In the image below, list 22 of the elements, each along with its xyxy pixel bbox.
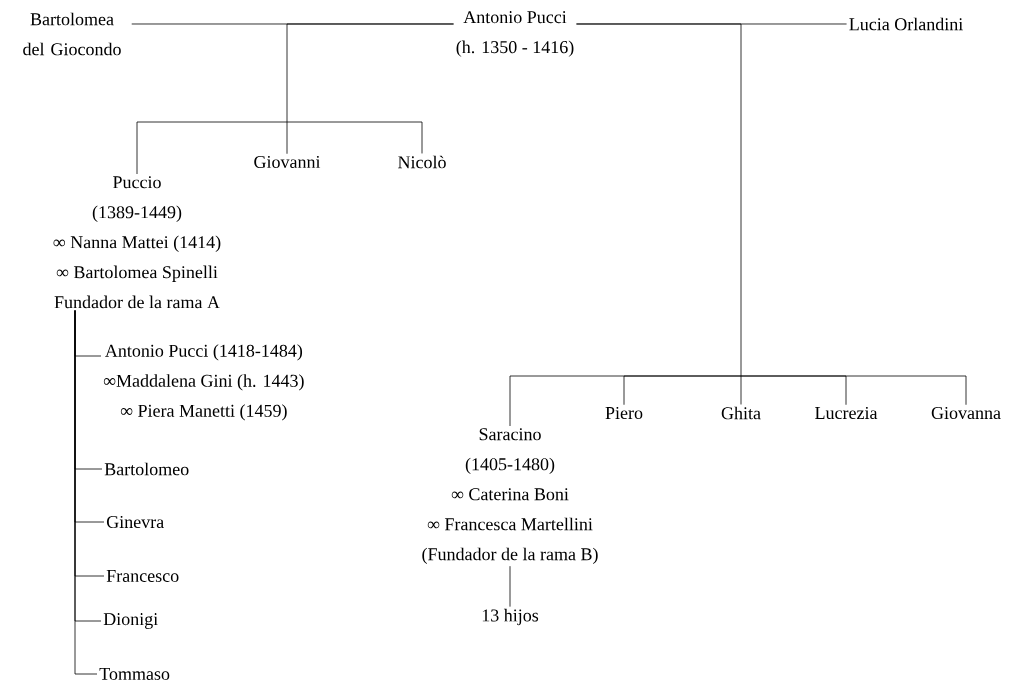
descent-line [509,23,967,427]
person-name: Bartolomea del Giocondo [23,12,121,56]
person-name: Giovanna [931,406,1001,420]
descent-line [136,23,454,175]
person-name: Nicolò [398,155,446,169]
person-name: Antonio Pucci (1418-1484) ∞Maddalena Gini (h. 1443) ∞ Piera Manetti (1459) [103,344,304,421]
person-name: Dionigi [103,613,158,629]
person-name: Antonio Pucci (h. 1350 - 1416) [456,11,574,57]
person-name: 13 hijos [482,608,539,626]
person-name: Lucrezia [815,406,878,420]
person-name: Giovanni [254,155,321,169]
person-name: Saracino (1405-1480) ∞ Caterina Boni ∞ Francesca Martellini (Fundador de la rama B) [422,428,598,564]
person-name: Lucia Orlandini [849,17,963,31]
person-name: Puccio (1389-1449) ∞ Nanna Mattei (1414) ∞ Bartolomea Spinelli Fundador de la rama A [53,176,221,309]
person-name: Piero [605,406,643,420]
person-name: Francesco [106,570,179,582]
person-name: Tommaso [99,668,170,680]
person-name: Bartolomeo [104,462,189,476]
person-name: Ghita [721,406,761,420]
person-name: Ginevra [106,515,164,529]
descent-line [74,310,105,675]
descent-line [509,565,511,608]
